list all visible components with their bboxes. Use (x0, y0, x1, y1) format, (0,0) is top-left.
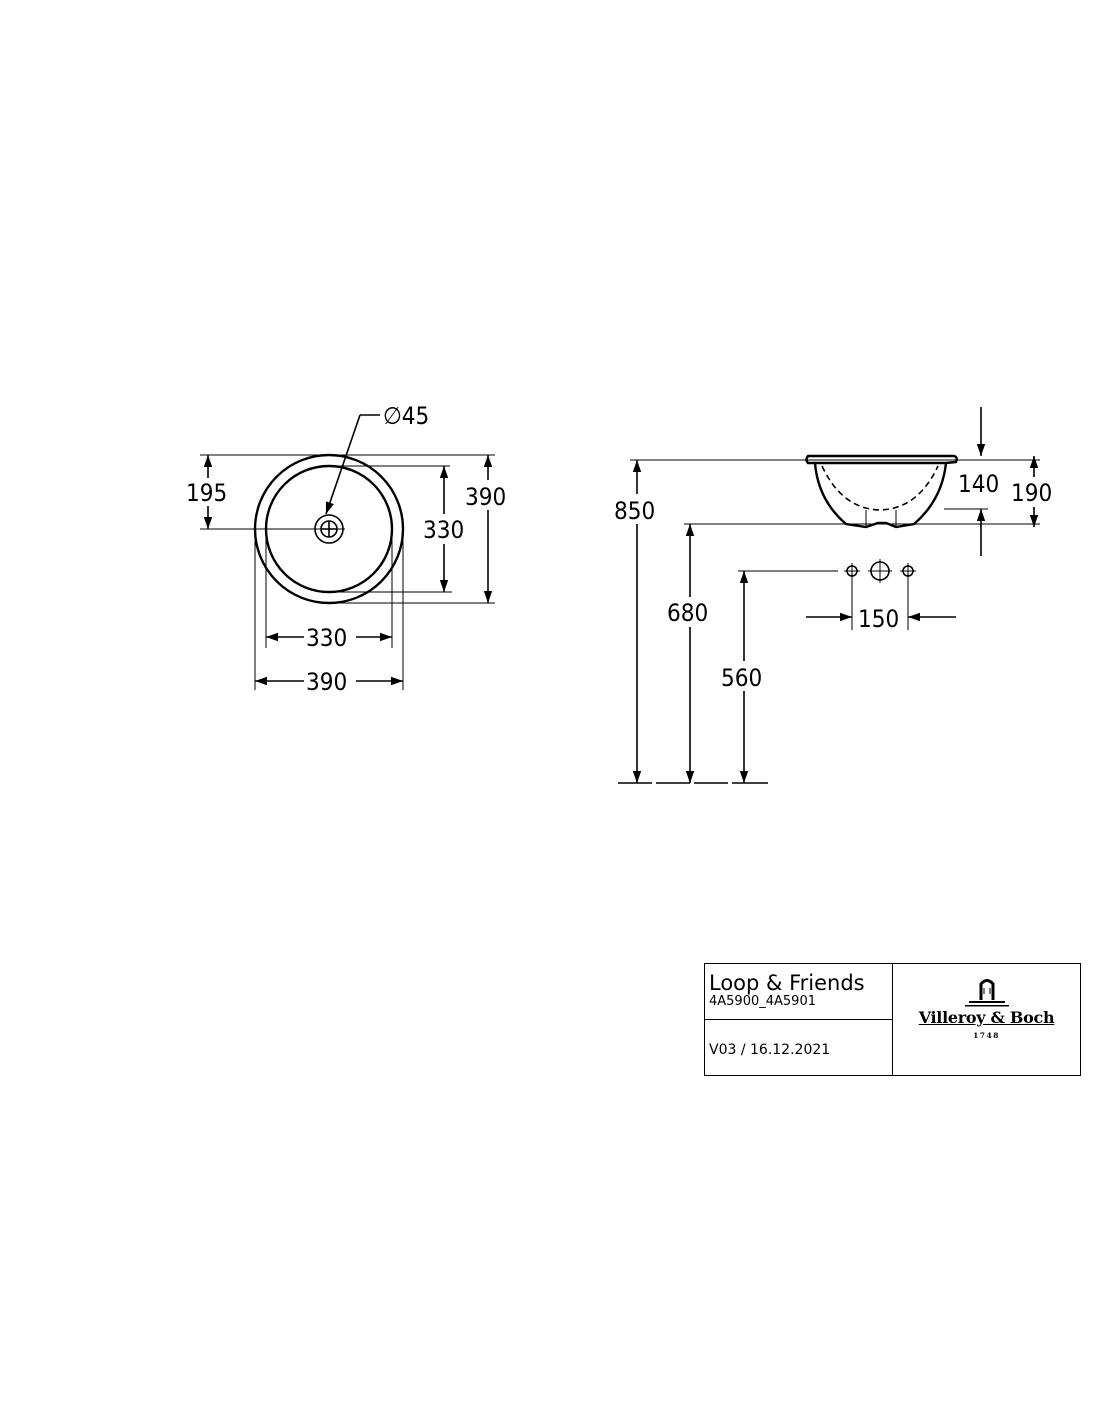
title-block-info: Loop & Friends 4A5900_4A5901 V03 / 16.12… (705, 964, 893, 1075)
drain-diameter-label: ∅45 (383, 402, 429, 430)
brand-area: Villeroy & Boch 1748 (893, 964, 1080, 1075)
center-offset-label: 195 (186, 479, 227, 507)
tap-spacing-label: 150 (858, 605, 899, 633)
article-number: 4A5900_4A5901 (709, 994, 816, 1009)
basin-inner-bowl-hidden (821, 465, 939, 511)
overall-diameter-label: 390 (306, 668, 347, 696)
brand-year: 1748 (973, 1031, 1000, 1040)
overall-height-label: 190 (1011, 479, 1052, 507)
version-date: V03 / 16.12.2021 (709, 1042, 831, 1058)
drain-leader-arrow (325, 414, 361, 515)
basin-body-profile (813, 462, 948, 529)
outlet-height-label: 680 (667, 599, 708, 627)
tap-height-label: 560 (721, 664, 762, 692)
title-block-product: Loop & Friends 4A5900_4A5901 (705, 964, 892, 1020)
bowl-depth-label: 330 (423, 516, 464, 544)
basin-rim-profile (805, 454, 958, 465)
rim-height-label: 850 (614, 497, 655, 525)
tap-hole-center (868, 559, 892, 583)
product-name: Loop & Friends (709, 971, 865, 995)
brand-name: Villeroy & Boch (918, 1008, 1055, 1027)
brand-faucet-logo (965, 979, 1009, 1007)
title-block: Loop & Friends 4A5900_4A5901 V03 / 16.12… (704, 963, 1081, 1076)
bowl-diameter-label: 330 (306, 624, 347, 652)
side-bowl-depth-label: 140 (958, 470, 999, 498)
side-view: 850 680 560 150 (612, 407, 1060, 784)
overall-depth-label: 390 (465, 483, 506, 511)
top-view: ∅45 195 330 390 330 390 (182, 402, 516, 696)
